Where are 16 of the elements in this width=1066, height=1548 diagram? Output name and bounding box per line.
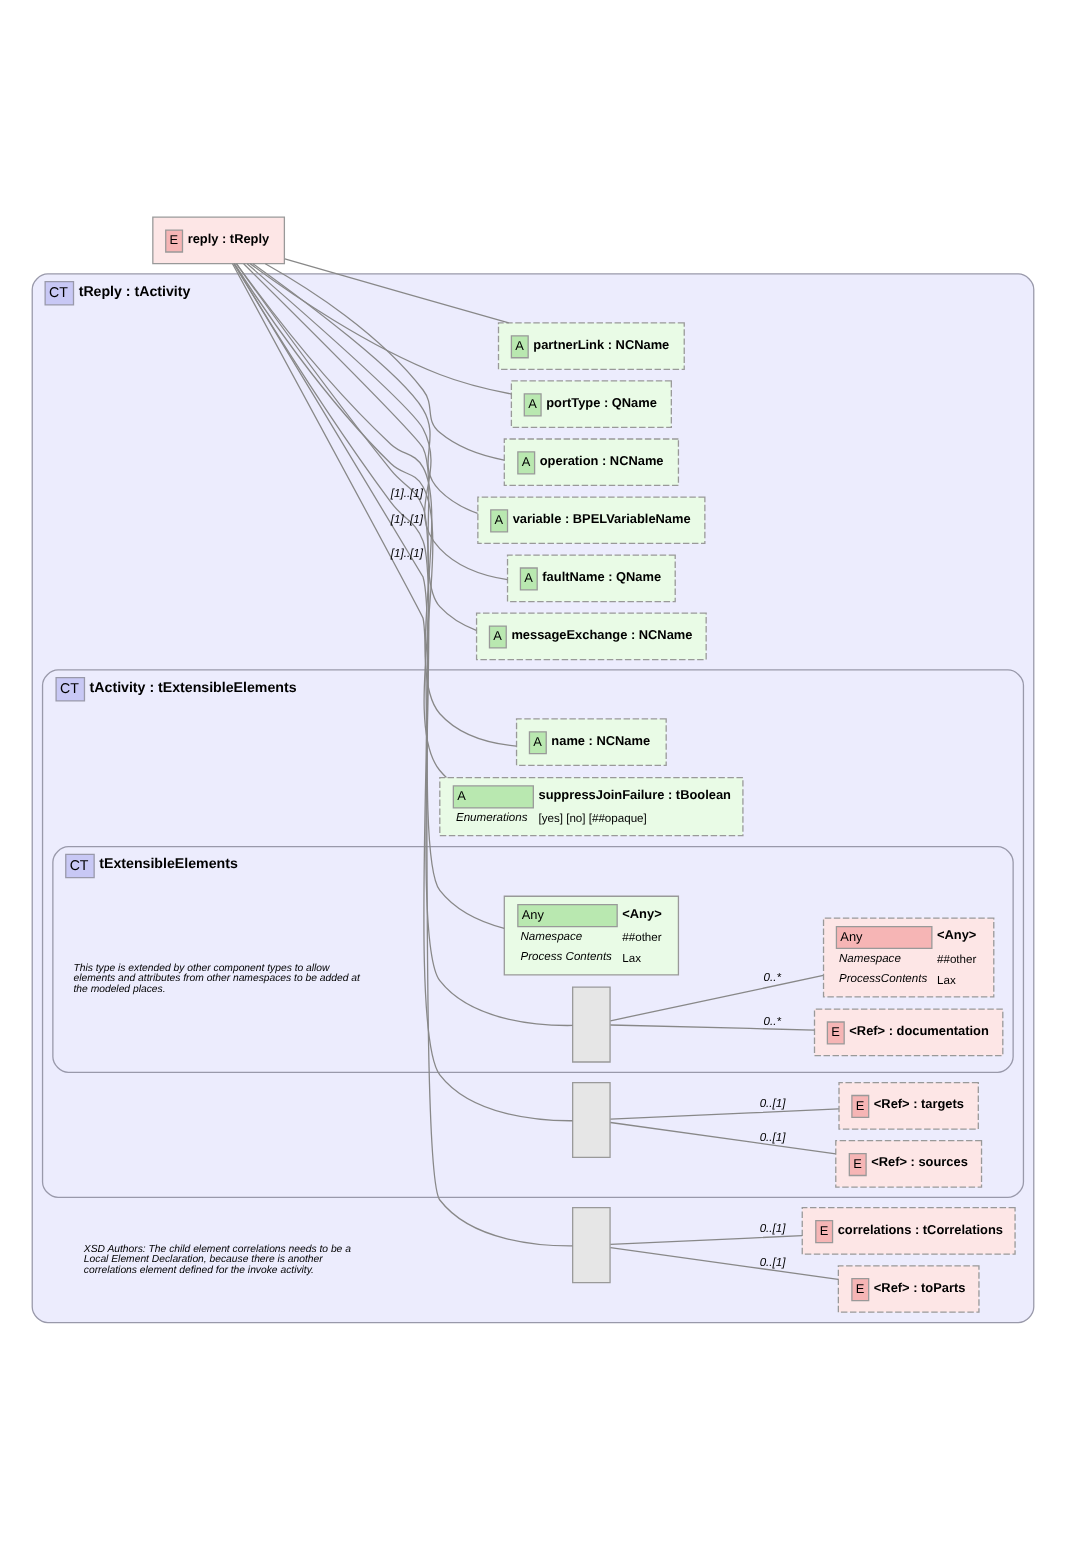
connector — [609, 1107, 840, 1119]
connector — [236, 262, 517, 746]
node-box — [572, 1080, 611, 1158]
connector — [243, 262, 477, 630]
connector — [252, 262, 479, 514]
connector — [609, 1120, 837, 1154]
node-box — [572, 985, 611, 1062]
connector — [233, 262, 448, 778]
connector — [284, 257, 510, 323]
connector — [609, 973, 824, 1021]
node-box — [572, 1206, 611, 1283]
connector — [264, 262, 505, 460]
connector — [609, 1023, 815, 1030]
connector — [609, 1245, 839, 1279]
connector — [249, 262, 512, 394]
connector — [609, 1234, 803, 1244]
